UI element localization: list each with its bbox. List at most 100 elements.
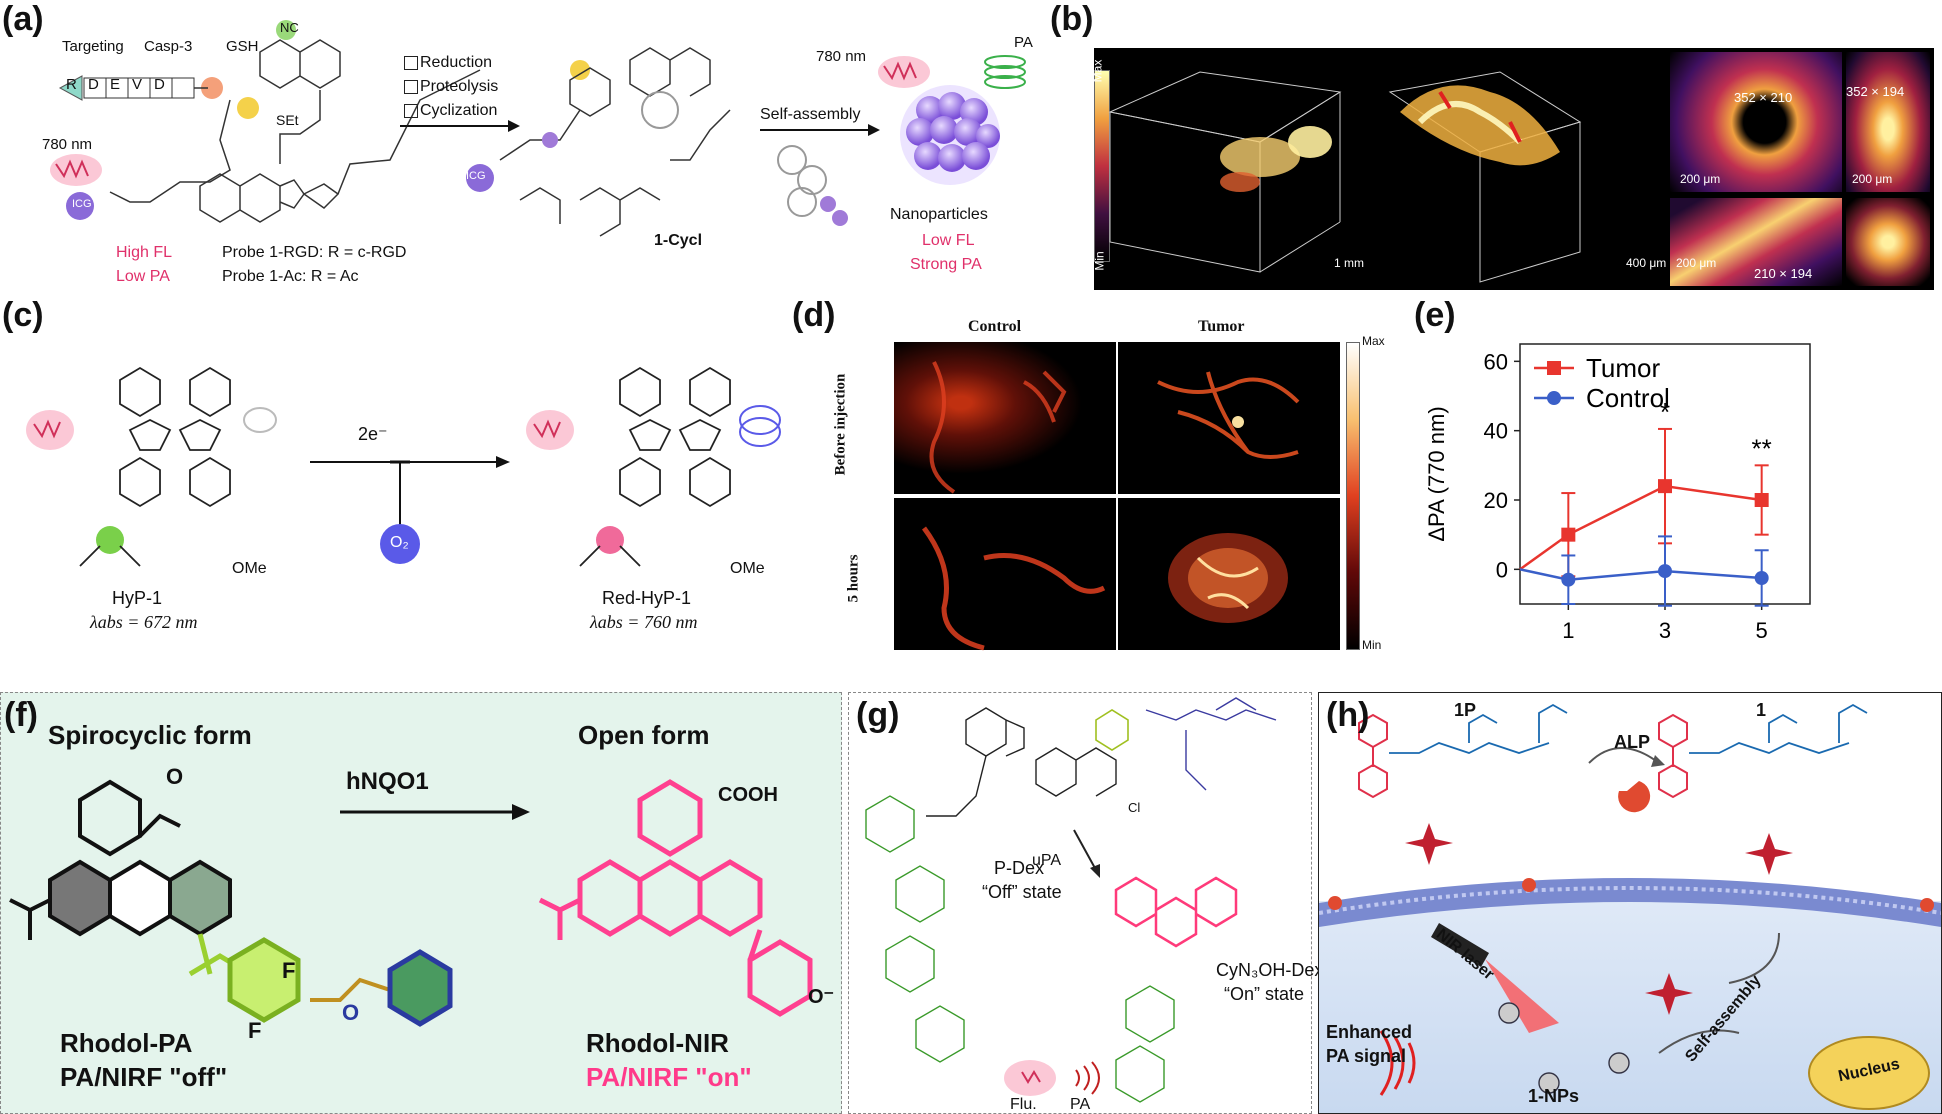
devd-e: E	[110, 76, 121, 93]
annotation-3: 210 × 194	[1754, 266, 1813, 281]
icg-label-2: ICG	[466, 170, 486, 182]
arrow-a1	[400, 120, 520, 132]
pa-label-g: PA	[1070, 1096, 1091, 1113]
red-hyp1-structure	[526, 366, 781, 567]
alp-label: ALP	[1614, 732, 1650, 752]
cooh-label: COOH	[718, 784, 778, 806]
legend-marker-tumor	[1547, 361, 1561, 375]
laser1-label: 780 nm	[42, 136, 93, 153]
r-label: R	[66, 76, 77, 93]
annotation-2: 352 × 194	[1846, 84, 1905, 99]
rhodol-pa-structure	[9, 779, 453, 1027]
o-label-f2: O	[342, 1000, 360, 1025]
panel-e-label: (e)	[1414, 296, 1456, 334]
vessels-control-before	[929, 361, 1067, 494]
cycl-label: 1-Cycl	[654, 232, 703, 249]
strong-pa-label: Strong PA	[910, 256, 982, 273]
point-control-1	[1658, 564, 1672, 579]
panel-b-label: (b)	[1050, 0, 1094, 38]
x-tick-label-2: 5	[1756, 618, 1768, 643]
step-reduction: Reduction	[420, 54, 493, 71]
icg-label: ICG	[72, 198, 92, 210]
nanoparticle-icon	[900, 85, 1000, 185]
scale-b5: 200 μm	[1676, 256, 1717, 270]
ome2: OMe	[730, 560, 765, 577]
one-label: 1	[1756, 700, 1767, 720]
low-fl-label: Low FL	[922, 232, 975, 249]
high-fl-label: High FL	[116, 244, 173, 261]
nc-label: NC	[280, 20, 299, 35]
zoom-image-1	[1670, 52, 1842, 192]
pdex-label: P-Dex	[994, 858, 1045, 878]
zoom-image-2	[1846, 52, 1930, 192]
targeting-label: Targeting	[62, 38, 124, 55]
probe-ac-label: Probe 1-Ac: R = Ac	[222, 268, 359, 285]
step-cyclization: Cyclization	[420, 102, 498, 119]
image-tumor-before	[1118, 342, 1340, 494]
cyclization-box-icon	[404, 104, 418, 118]
point-tumor-1	[1658, 479, 1672, 494]
y-tick-label-3: 60	[1484, 349, 1508, 374]
ome1: OMe	[232, 560, 267, 577]
upa-label: uPA	[1032, 852, 1062, 869]
cyn-label: CyN₃OH-Dex	[1216, 960, 1324, 980]
devd-d1: D	[88, 76, 99, 93]
f-label-f1: F	[282, 958, 296, 983]
rhodol-pa-label: Rhodol-PA	[60, 1028, 193, 1058]
point-control-0	[1561, 572, 1576, 587]
series-line-tumor	[1519, 484, 1762, 571]
on-state-label: “On” state	[1224, 984, 1305, 1004]
gsh-label: GSH	[226, 38, 259, 55]
significance-1: **	[1752, 433, 1772, 463]
low-pa-label: Low PA	[116, 268, 170, 285]
arrow-f	[340, 804, 530, 820]
spiro-label: Spirocyclic form	[48, 720, 252, 750]
legend-marker-control	[1547, 391, 1561, 405]
red-hyp1-label: Red-HyP-1	[602, 588, 692, 608]
o-label-f: O	[166, 764, 184, 789]
probe-g-structure	[865, 697, 1277, 1103]
off-state-label: “Off” state	[982, 882, 1062, 902]
vessels-tumor-before	[1157, 371, 1300, 459]
enzyme-label: hNQO1	[346, 768, 429, 795]
volume-render-1	[1108, 71, 1342, 273]
rhodol-nir-label: Rhodol-NIR	[586, 1028, 729, 1058]
row-5h: 5 hours	[845, 554, 862, 603]
col-control: Control	[968, 318, 1022, 335]
y-axis-label: ΔPA (770 nm)	[1424, 406, 1449, 541]
panel-h-frame	[1318, 692, 1942, 1114]
volume-render-2	[1388, 71, 1582, 283]
cycl-structure	[466, 47, 731, 237]
y-tick-label-2: 40	[1484, 419, 1508, 444]
pa-label-a: PA	[1014, 34, 1033, 51]
flu-label: Flu.	[1010, 1096, 1037, 1113]
rhodol-nir-state: PA/NIRF "on"	[586, 1062, 752, 1092]
reagent-label: 2e⁻	[358, 424, 388, 444]
y-tick-label-1: 20	[1484, 488, 1508, 513]
colorbar-d	[1346, 342, 1360, 650]
scale-b3: 200 μm	[1680, 172, 1721, 186]
image-control-before	[894, 342, 1116, 494]
panel-a-label: (a)	[2, 0, 44, 38]
legend-label-control: Control	[1586, 383, 1670, 413]
series-line-control	[1519, 568, 1762, 581]
devd-d2: D	[154, 76, 165, 93]
zoom-image-4	[1846, 198, 1930, 286]
o-minus-label: O⁻	[808, 986, 835, 1008]
panel-f-label: (f)	[4, 696, 38, 734]
scale-b2: 400 μm	[1626, 256, 1667, 270]
step-proteolysis: Proteolysis	[420, 78, 499, 95]
nps-label: 1-NPs	[1528, 1086, 1580, 1106]
probe-structure	[58, 20, 481, 223]
panel-h-scene	[1319, 703, 1941, 1110]
legend-label-tumor: Tumor	[1586, 353, 1660, 383]
enhanced-label: Enhanced	[1326, 1022, 1413, 1042]
point-tumor-2	[1754, 493, 1769, 507]
x-tick-label-1: 3	[1659, 618, 1671, 643]
1p-label: 1P	[1454, 700, 1477, 720]
probe-rgd-label: Probe 1-RGD: R = c-RGD	[222, 244, 407, 261]
arrow-c	[310, 456, 510, 564]
image-control-5h	[894, 498, 1116, 650]
point-control-2	[1754, 571, 1769, 585]
